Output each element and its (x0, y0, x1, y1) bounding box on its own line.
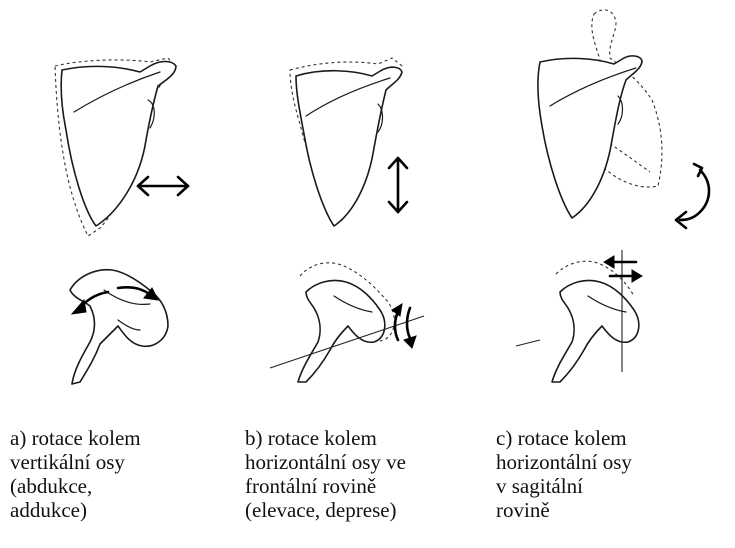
caption-b-line2: horizontální osy ve (245, 450, 406, 474)
caption-a: a) rotace kolem vertikální osy (abdukce,… (10, 426, 141, 522)
caption-a-line1: a) rotace kolem (10, 426, 141, 450)
caption-b-line4: (elevace, deprese) (245, 498, 406, 522)
caption-b-line3: frontální rovině (245, 474, 406, 498)
caption-c-line4: rovině (496, 498, 632, 522)
vertical-arrow-icon (389, 158, 407, 212)
curved-rotation-arrow-icon (676, 164, 709, 228)
caption-c-line2: horizontální osy (496, 450, 632, 474)
panel-a-posterior-view (55, 58, 188, 236)
caption-b: b) rotace kolem horizontální osy ve fron… (245, 426, 406, 522)
caption-c: c) rotace kolem horizontální osy v sagit… (496, 426, 632, 522)
caption-a-line2: vertikální osy (10, 450, 141, 474)
small-double-arrows-icon (604, 256, 642, 282)
panel-a-lateral-view (70, 270, 168, 384)
caption-a-line4: addukce) (10, 498, 141, 522)
panel-c-lateral-view (516, 250, 642, 382)
panel-b-lateral-view (270, 263, 424, 382)
caption-b-line1: b) rotace kolem (245, 426, 406, 450)
caption-c-line3: v sagitální (496, 474, 632, 498)
horizontal-arrow-icon (138, 177, 188, 195)
panel-b-posterior-view (290, 58, 407, 226)
caption-c-line1: c) rotace kolem (496, 426, 632, 450)
axis-rotation-arrow-icon (392, 304, 416, 348)
caption-a-line3: (abdukce, (10, 474, 141, 498)
horizontal-axis-line (516, 340, 540, 346)
panel-c-posterior-view (538, 10, 709, 228)
